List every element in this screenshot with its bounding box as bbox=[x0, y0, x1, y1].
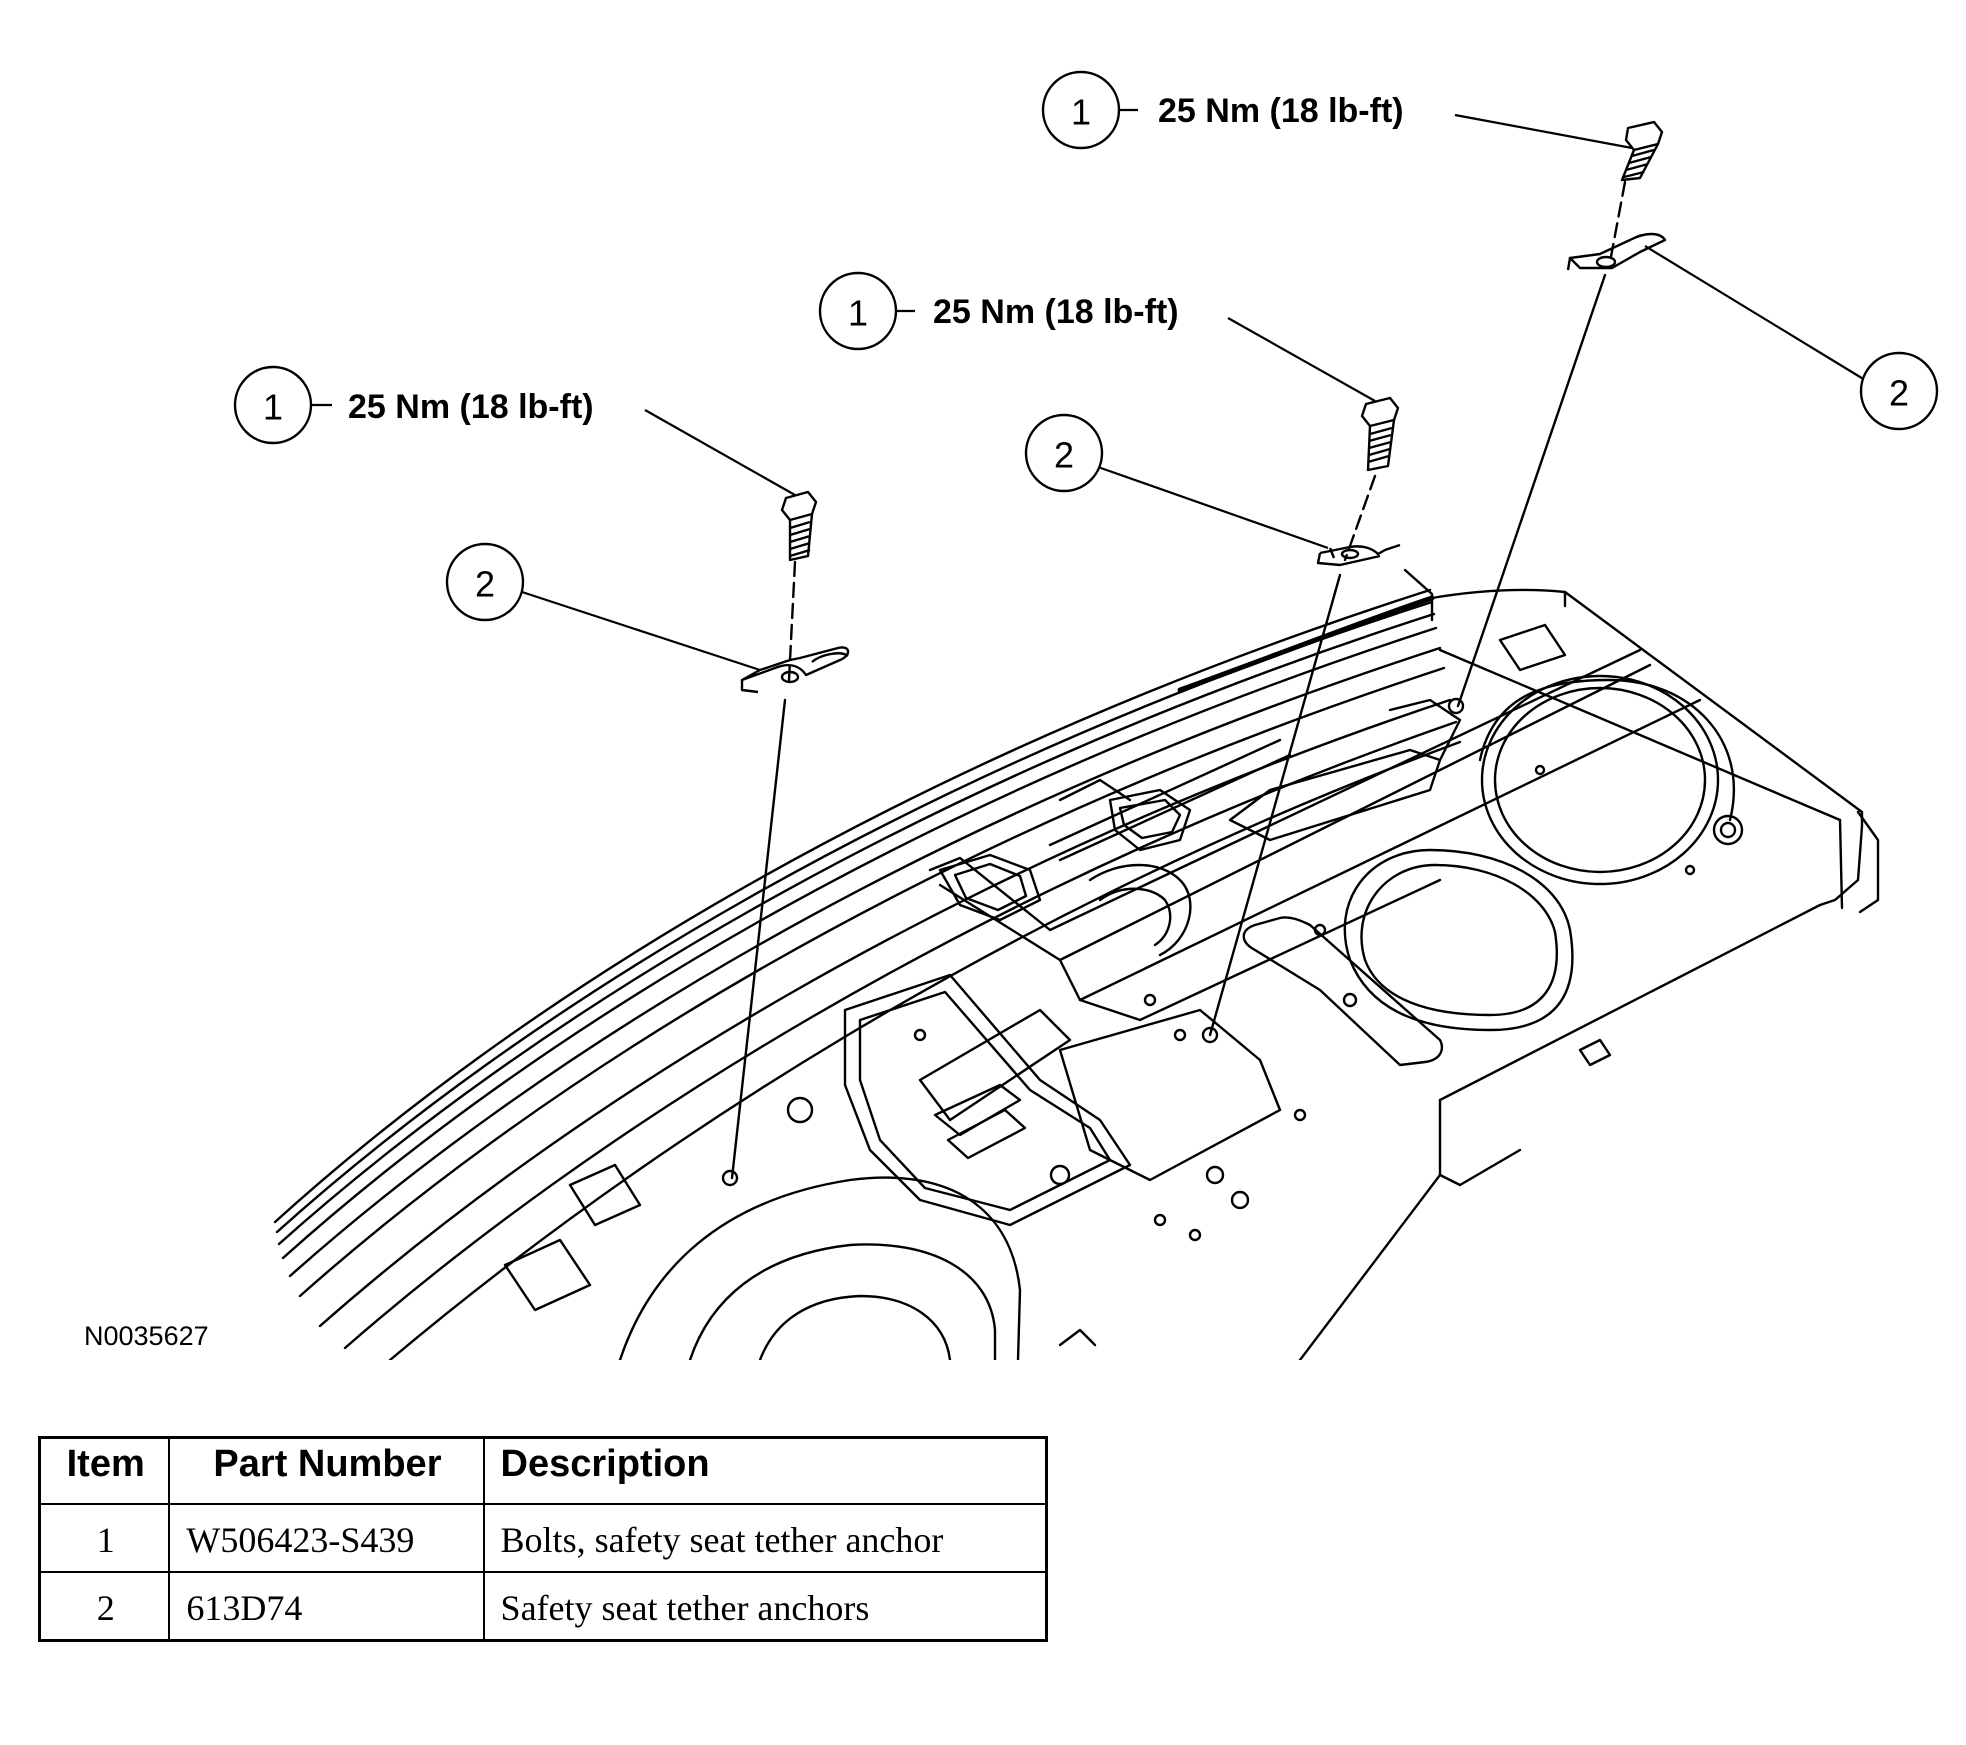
column-header-part-number: Part Number bbox=[168, 1436, 485, 1505]
tether-anchor-2-middle bbox=[1316, 543, 1401, 567]
callout-number: 2 bbox=[1889, 373, 1909, 414]
callout-1-middle: 1 25 Nm (18 lb-ft) bbox=[818, 271, 1179, 351]
bolt-1-right bbox=[1620, 120, 1664, 182]
figure-id: N0035627 bbox=[84, 1321, 209, 1351]
description-cell: Safety seat tether anchors bbox=[482, 1571, 1048, 1642]
callout-number: 2 bbox=[1054, 435, 1074, 476]
callout-2-middle: 2 bbox=[1024, 413, 1104, 493]
callout-number: 1 bbox=[263, 387, 283, 428]
bolt-1-middle bbox=[1360, 396, 1400, 472]
table-header-row: Item Part Number Description bbox=[38, 1436, 1048, 1505]
callout-number: 2 bbox=[475, 564, 495, 605]
table-row: 1 W506423-S439 Bolts, safety seat tether… bbox=[38, 1503, 1048, 1573]
torque-label: 25 Nm (18 lb-ft) bbox=[1158, 92, 1404, 130]
callout-1-right: 1 25 Nm (18 lb-ft) bbox=[1041, 70, 1404, 150]
column-header-item: Item bbox=[38, 1436, 171, 1505]
callout-2-right: 2 bbox=[1859, 351, 1939, 431]
parts-table: Item Part Number Description 1 W506423-S… bbox=[38, 1436, 1048, 1642]
item-cell: 2 bbox=[38, 1571, 171, 1642]
part-number-cell: 613D74 bbox=[168, 1571, 485, 1642]
callout-number: 1 bbox=[848, 293, 868, 334]
column-header-description: Description bbox=[482, 1436, 1048, 1505]
callout-number: 1 bbox=[1071, 92, 1091, 133]
callout-1-left: 1 25 Nm (18 lb-ft) bbox=[233, 365, 594, 445]
tether-anchor-2-right bbox=[1566, 232, 1667, 271]
callout-2-left: 2 bbox=[445, 542, 525, 622]
description-cell: Bolts, safety seat tether anchor bbox=[482, 1503, 1048, 1573]
tether-anchor-2-left bbox=[740, 646, 850, 694]
part-number-cell: W506423-S439 bbox=[168, 1503, 485, 1573]
package-tray-panel bbox=[273, 568, 1880, 1360]
torque-label: 25 Nm (18 lb-ft) bbox=[348, 388, 594, 426]
table-row: 2 613D74 Safety seat tether anchors bbox=[38, 1571, 1048, 1642]
tether-anchor-diagram: 1 25 Nm (18 lb-ft) 2 1 25 Nm (18 lb-ft) … bbox=[84, 70, 1939, 1360]
bolt-1-left bbox=[780, 490, 818, 562]
torque-label: 25 Nm (18 lb-ft) bbox=[933, 293, 1179, 331]
item-cell: 1 bbox=[38, 1503, 171, 1573]
